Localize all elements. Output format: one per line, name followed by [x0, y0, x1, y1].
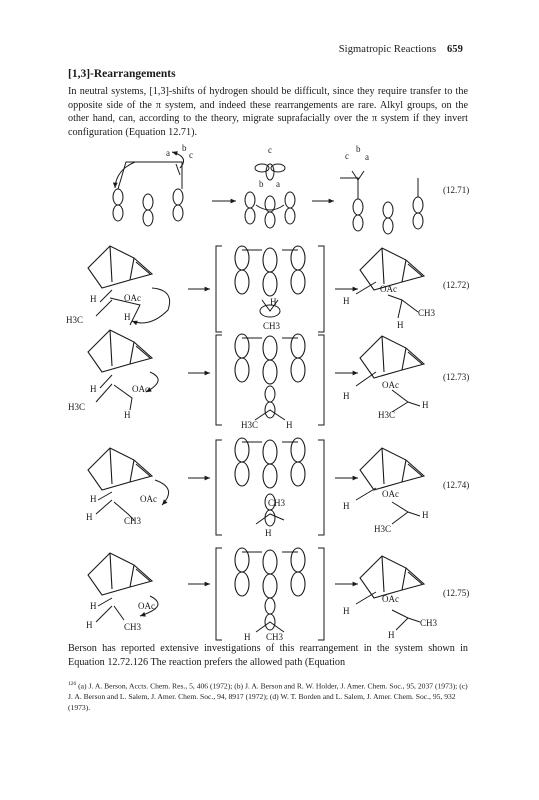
equation-12-72	[87, 245, 425, 333]
eq75-h2-right: H	[388, 630, 395, 640]
eq72-h3c-left: H3C	[66, 315, 84, 325]
eq-number-12-73: (12.73)	[443, 372, 470, 382]
eq73-h-mid: H	[286, 420, 293, 430]
running-title: Sigmatropic Reactions	[338, 44, 437, 55]
paragraph-top: In neutral systems, [1,3]-shifts of hydr…	[68, 86, 468, 138]
eq75-ch3-left: CH3	[124, 622, 142, 632]
eq74-ch3-left: CH3	[124, 516, 142, 526]
eq74-ch3-mid: CH3	[268, 498, 286, 508]
eq71-label-b-reactant: b	[182, 143, 187, 153]
footnote: 126 (a) J. A. Berson, Accts. Chem. Res.,…	[68, 679, 470, 713]
eq72-h-right: H	[343, 296, 350, 306]
eq71-label-a-product: a	[365, 152, 369, 162]
eq73-h-right: H	[343, 391, 350, 401]
equation-12-74	[87, 437, 425, 536]
eq71-transition-state	[244, 163, 296, 229]
eq71-label-c-product: c	[345, 151, 349, 161]
eq71-label-c-reactant: c	[189, 150, 193, 160]
footnote-marker: 126	[68, 681, 77, 687]
eq75-oac-left: OAc	[138, 601, 155, 611]
eq73-h-left: H	[90, 384, 97, 394]
eq71-label-b-product: b	[356, 144, 361, 154]
section-title: [1,3]-Rearrangements	[68, 68, 176, 80]
eq72-h2-left: H	[124, 312, 131, 322]
eq75-ch3-mid: CH3	[266, 632, 284, 642]
eq73-oac-left: OAc	[132, 384, 149, 394]
eq74-h2-right: H	[422, 510, 429, 520]
eq72-h2-right: H	[397, 320, 404, 330]
eq74-h-right: H	[343, 501, 350, 511]
eq75-h-mid: H	[244, 632, 251, 642]
eq-number-12-72: (12.72)	[443, 280, 470, 290]
eq74-h2-left: H	[86, 512, 93, 522]
eq73-h3c-left: H3C	[68, 402, 86, 412]
eq75-ch3-right: CH3	[420, 618, 438, 628]
eq74-h-mid: H	[265, 528, 272, 538]
eq72-h-left: H	[90, 294, 97, 304]
eq-number-12-71: (12.71)	[443, 185, 470, 195]
eq71-reactant	[112, 151, 185, 227]
eq71-label-a-ts: a	[276, 179, 280, 189]
eq71-label-b-ts: b	[259, 179, 264, 189]
paragraph-bottom: Berson has reported extensive investigat…	[68, 643, 468, 668]
eq73-h3c-mid: H3C	[241, 420, 259, 430]
eq74-h3c-right: H3C	[374, 524, 392, 534]
eq73-h2-left: H	[124, 410, 131, 420]
footnote-text: (a) J. A. Berson, Accts. Chem. Res., 5, …	[68, 681, 468, 712]
page-number: 659	[446, 44, 463, 55]
eq72-oac-right: OAc	[380, 284, 397, 294]
eq73-h3c-right: H3C	[378, 410, 396, 420]
eq75-h-right: H	[343, 606, 350, 616]
eq73-h2-right: H	[422, 400, 429, 410]
running-header: Sigmatropic Reactions 659	[339, 44, 463, 55]
equation-12-71	[112, 151, 424, 235]
eq74-h-left: H	[90, 494, 97, 504]
equation-12-73	[87, 329, 425, 426]
eq72-ch3-right: CH3	[418, 308, 436, 318]
eq71-label-c-ts: c	[268, 145, 272, 155]
eq71-product	[340, 170, 424, 235]
eq72-h-mid: H	[270, 297, 277, 307]
eq74-oac-left: OAc	[140, 494, 157, 504]
eq75-h2-left: H	[86, 620, 93, 630]
eq75-h-left: H	[90, 601, 97, 611]
eq-number-12-75: (12.75)	[443, 588, 470, 598]
eq71-label-a-reactant: a	[166, 148, 170, 158]
eq73-oac-right: OAc	[382, 380, 399, 390]
equation-12-75	[87, 547, 425, 641]
eq74-oac-right: OAc	[382, 489, 399, 499]
eq-number-12-74: (12.74)	[443, 480, 470, 490]
eq75-oac-right: OAc	[382, 594, 399, 604]
eq72-oac-left: OAc	[124, 293, 141, 303]
eq72-ch3-mid: CH3	[263, 321, 281, 331]
